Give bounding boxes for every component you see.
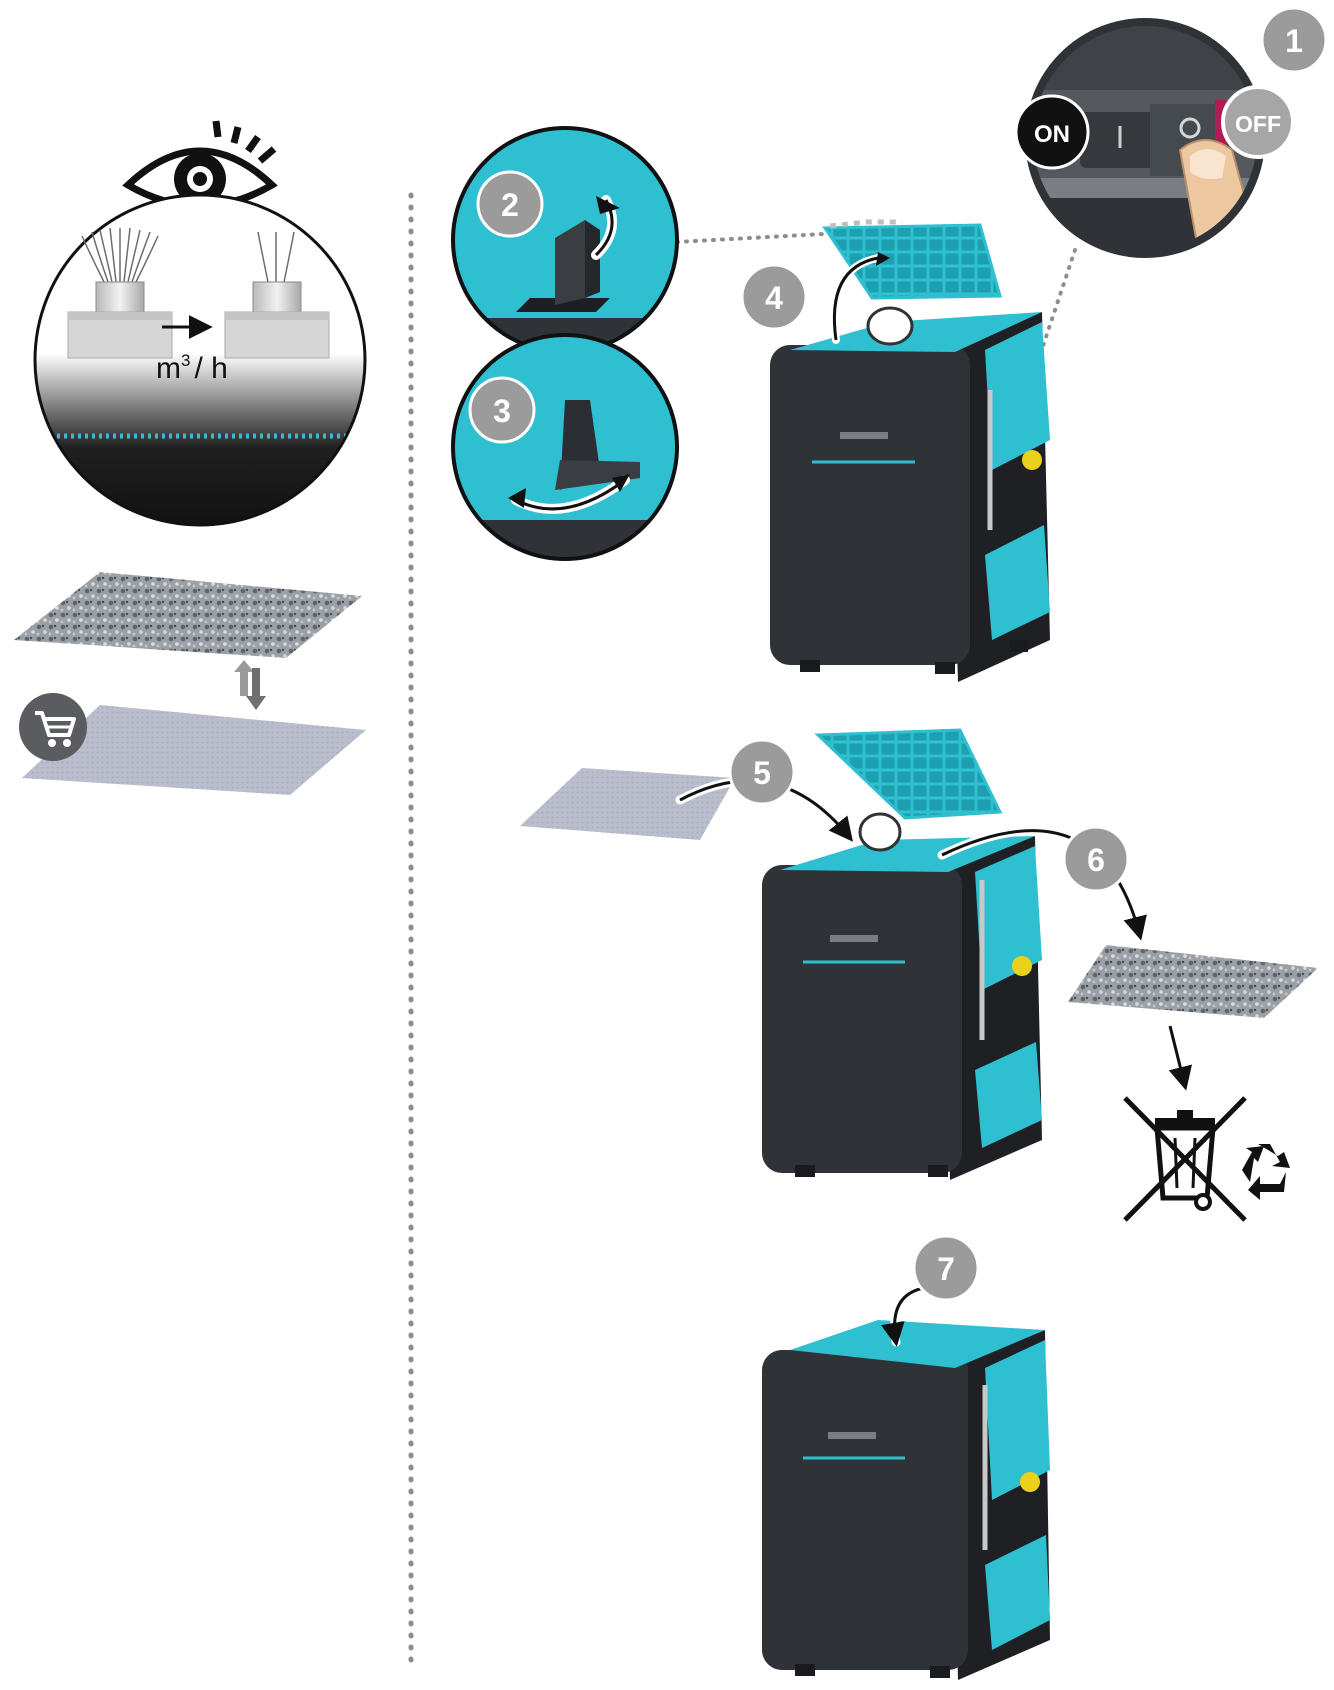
- svg-text:OFF: OFF: [1235, 111, 1281, 137]
- step-badge-5: 5: [728, 738, 796, 806]
- svg-text:3: 3: [493, 393, 511, 429]
- svg-text:6: 6: [1087, 842, 1105, 878]
- step-badge-1: 1: [1260, 6, 1328, 74]
- shopping-cart-icon: [19, 693, 87, 761]
- recycle-icon: [1242, 1144, 1290, 1200]
- svg-text:2: 2: [501, 187, 519, 223]
- svg-text:4: 4: [765, 280, 783, 316]
- air-purifier-filter-swap: [762, 728, 1042, 1180]
- used-filter-mat: [1068, 945, 1318, 1018]
- strong-airflow-outlet: [67, 227, 173, 359]
- step-badge-6: 6: [1062, 825, 1130, 893]
- dispose-arrow: [1168, 1025, 1192, 1091]
- step-badge-7: 7: [912, 1234, 980, 1302]
- power-switch-detail: ON OFF: [1014, 18, 1295, 258]
- svg-text:ON: ON: [1034, 121, 1070, 148]
- latch-detail-step-2: [451, 126, 679, 354]
- open-filter-lid: [822, 223, 1002, 300]
- air-purifier-lid-open: [770, 219, 1050, 682]
- off-badge: OFF: [1221, 85, 1295, 159]
- crossed-out-wheelie-bin-icon: [1123, 1096, 1247, 1222]
- leader-line-switch: [1038, 248, 1077, 357]
- step-badge-4: 4: [740, 263, 808, 331]
- airflow-unit-label: m3/ h: [156, 351, 228, 385]
- svg-text:1: 1: [1285, 23, 1303, 59]
- eye-icon: [122, 120, 278, 210]
- on-badge: ON: [1014, 94, 1090, 170]
- svg-text:5: 5: [753, 755, 771, 791]
- latch-detail-step-3: [451, 333, 679, 561]
- step-badge-2: 2: [476, 170, 544, 238]
- airflow-inspection-circle: m3/ h: [33, 193, 367, 527]
- new-filter-mat: [22, 705, 366, 795]
- air-purifier-lid-closed: [762, 1283, 1050, 1680]
- open-filter-lid: [814, 728, 1003, 820]
- step-badge-3: 3: [468, 376, 536, 444]
- weak-airflow-outlet: [224, 231, 330, 359]
- new-filter-insert: [520, 768, 735, 840]
- svg-text:7: 7: [937, 1251, 955, 1287]
- swap-arrows-icon: [234, 660, 266, 710]
- dirty-filter-mat: [14, 572, 362, 658]
